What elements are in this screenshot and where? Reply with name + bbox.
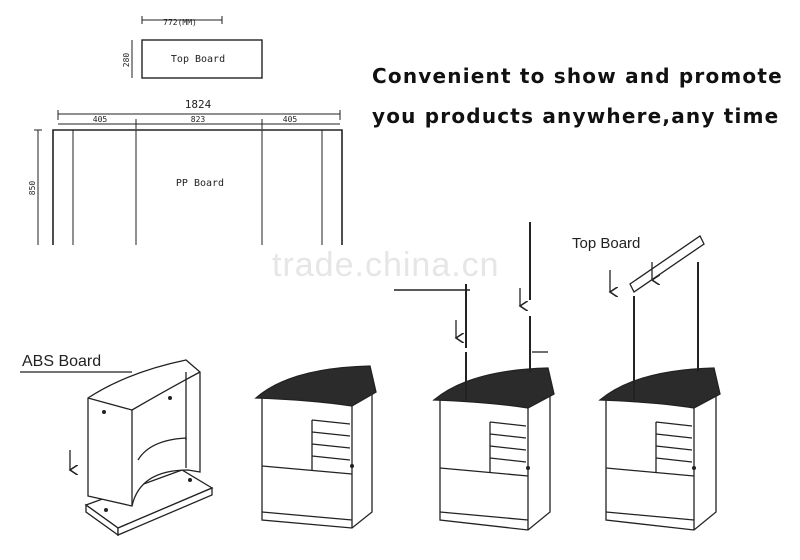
counter-step-4: Top Board: [572, 235, 721, 531]
pp-board-total-width-label: 1824: [185, 98, 212, 111]
counter-4-body: [605, 394, 717, 531]
abs-board-label: ABS Board: [22, 353, 101, 370]
counter-4-top: [598, 367, 721, 409]
pp-board-segment-label-left: 405: [93, 115, 108, 124]
counter-3-top: [432, 367, 555, 409]
top-board-drawing: 772(MM) 280 Top Board: [122, 16, 263, 79]
top-board-height-label: 280: [122, 53, 131, 68]
counter-step-3: [394, 222, 555, 531]
top-board-on-stand: [629, 235, 705, 293]
top-board-name-label: Top Board: [171, 54, 225, 65]
top-board-rect: [141, 39, 263, 79]
pp-board-outline: [52, 129, 343, 245]
top-board-assembly-label: Top Board: [572, 235, 640, 252]
headline-line-2: you products anywhere,any time: [372, 104, 780, 128]
pp-board-segment-label-right: 405: [283, 115, 298, 124]
pp-board-drawing: 1824 405 823 405 850 PP Board: [28, 98, 343, 245]
pp-board-segment-label-middle: 823: [191, 115, 206, 124]
watermark: trade.china.cn: [272, 246, 500, 284]
counter-2-top: [254, 365, 377, 407]
counter-2-body: [261, 392, 373, 529]
abs-board-step: ABS Board: [20, 353, 214, 537]
pp-board-name-label: PP Board: [176, 178, 224, 189]
pp-board-height-label: 850: [28, 181, 37, 196]
top-board-width-label: 772(MM): [163, 18, 197, 27]
headline-line-1: Convenient to show and promote: [372, 64, 783, 88]
counter-step-2: [254, 365, 377, 529]
counter-3-body: [439, 394, 551, 531]
